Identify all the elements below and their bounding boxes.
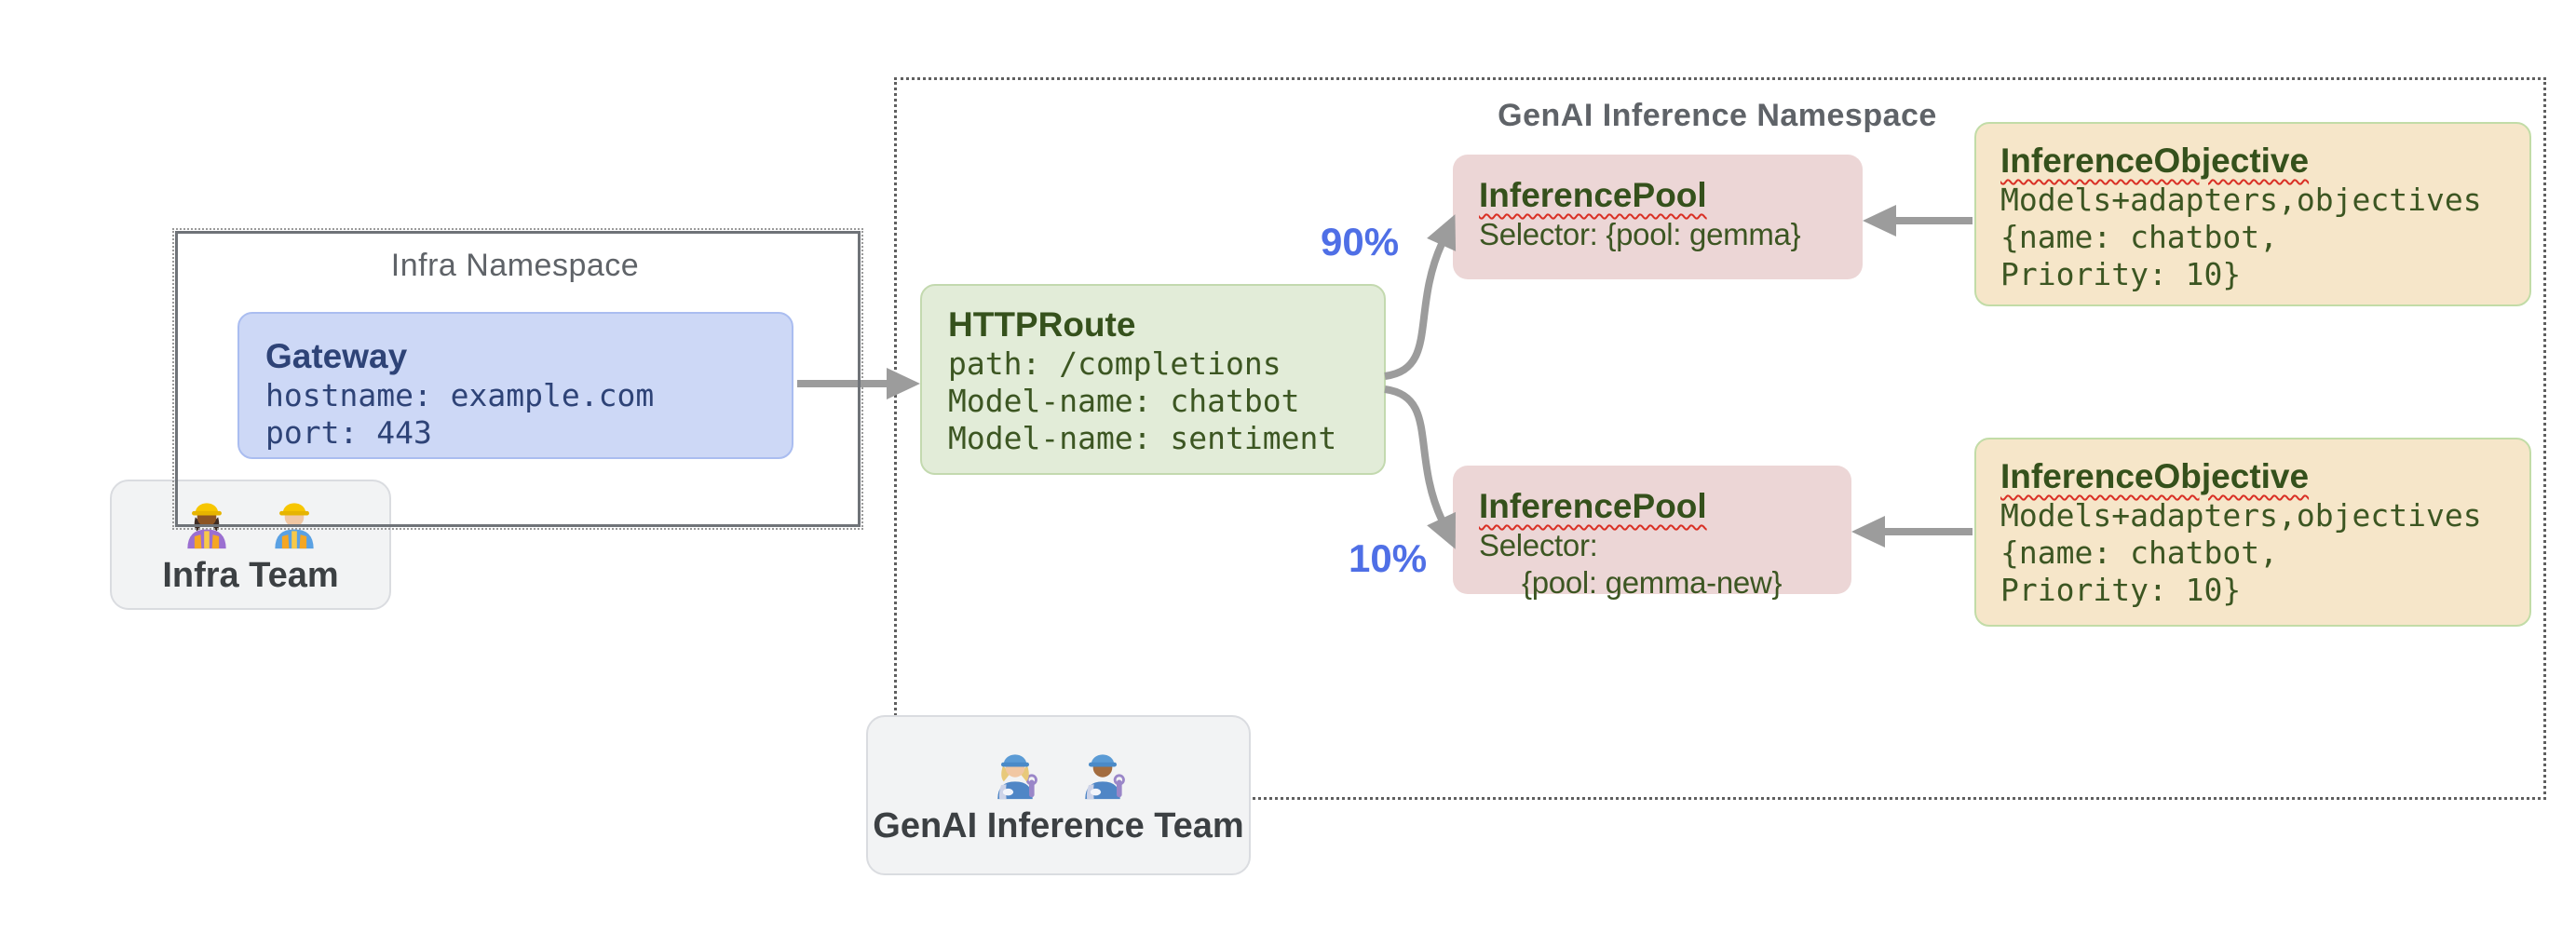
inferenceobjective-bottom-models: Models+adapters,objectives xyxy=(2000,497,2482,534)
inferencepool-gemma-new-selector-value: {pool: gemma-new} xyxy=(1522,565,1783,600)
man-construction-worker-icon xyxy=(275,502,314,548)
inferencepool-gemma-selector: Selector: {pool: gemma} xyxy=(1479,217,1801,251)
inferencepool-gemma-new-title: InferencePool xyxy=(1479,487,1707,525)
inferenceobjective-bottom-title: InferenceObjective xyxy=(2000,457,2310,495)
infra-team-card: Infra Team xyxy=(110,480,391,610)
gateway-port: port: 443 xyxy=(265,414,432,451)
httproute-model-chatbot: Model-name: chatbot xyxy=(948,383,1300,419)
gateway-box: Gateway hostname: example.com port: 443 xyxy=(237,312,793,459)
inferencepool-gemma-new-selector: Selector: xyxy=(1479,528,1598,562)
inferenceobjective-bottom-box: InferenceObjective Models+adapters,objec… xyxy=(1974,438,2531,627)
inferenceobjective-bottom-name: {name: chatbot, xyxy=(2000,534,2279,571)
genai-team-icons xyxy=(987,745,1131,801)
man-mechanic-icon xyxy=(1084,753,1125,799)
gateway-title: Gateway xyxy=(265,337,408,375)
httproute-model-sentiment: Model-name: sentiment xyxy=(948,420,1337,456)
traffic-split-90: 90% xyxy=(1321,220,1400,264)
inferenceobjective-bottom-priority: Priority: 10} xyxy=(2000,572,2242,608)
inferenceobjective-top-priority: Priority: 10} xyxy=(2000,256,2242,292)
inferencepool-gemma-new-box: InferencePool Selector: {pool: gemma-new… xyxy=(1453,466,1851,600)
woman-mechanic-icon xyxy=(997,753,1037,799)
inferenceobjective-top-models: Models+adapters,objectives xyxy=(2000,182,2482,218)
genai-team-label: GenAI Inference Team xyxy=(873,805,1244,845)
inferenceobjective-top-box: InferenceObjective Models+adapters,objec… xyxy=(1974,122,2531,306)
genai-inference-namespace-title: GenAI Inference Namespace xyxy=(1498,98,1937,133)
infra-namespace-box xyxy=(172,228,863,530)
genai-inference-namespace-box xyxy=(894,77,2546,800)
traffic-split-10: 10% xyxy=(1349,536,1428,580)
httproute-path: path: /completions xyxy=(948,345,1281,382)
httproute-title: HTTPRoute xyxy=(948,305,1136,344)
woman-construction-worker-icon xyxy=(187,502,226,548)
inferencepool-gemma-box: InferencePool Selector: {pool: gemma} xyxy=(1453,155,1863,279)
infra-team-icons xyxy=(179,494,322,550)
httproute-box: HTTPRoute path: /completions Model-name:… xyxy=(920,284,1386,475)
infra-namespace-title: Infra Namespace xyxy=(390,248,640,283)
gateway-hostname: hostname: example.com xyxy=(265,377,655,413)
inferenceobjective-top-name: {name: chatbot, xyxy=(2000,219,2279,255)
infra-team-label: Infra Team xyxy=(162,555,339,595)
inferenceobjective-top-title: InferenceObjective xyxy=(2000,142,2310,180)
genai-inference-team-card: GenAI Inference Team xyxy=(866,715,1251,875)
inferencepool-gemma-title: InferencePool xyxy=(1479,176,1707,214)
